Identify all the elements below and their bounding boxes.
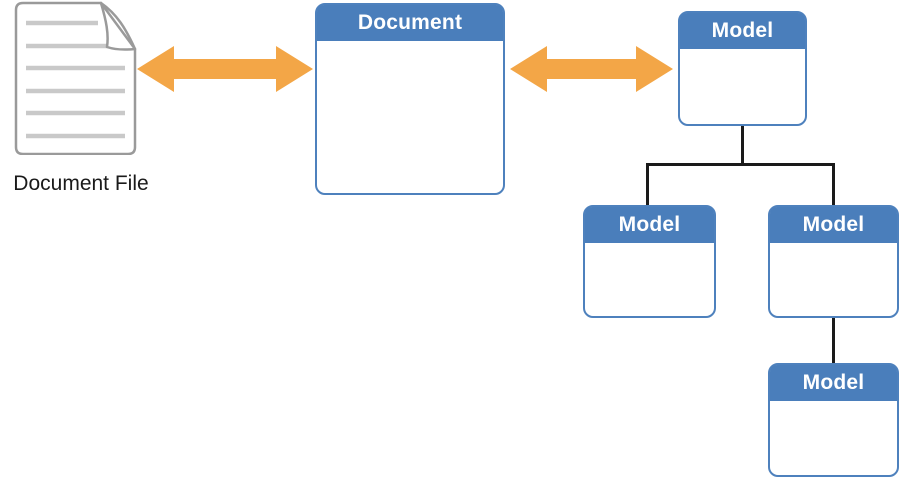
model-box-header: Model: [770, 365, 897, 403]
connector-line: [741, 126, 744, 166]
model-box-title: Model: [802, 213, 865, 236]
model-box-child-left: Model: [583, 205, 716, 318]
connector-line: [646, 163, 835, 166]
bidirectional-arrow-icon: [137, 46, 313, 92]
model-box-title: Model: [618, 213, 681, 236]
document-file-label: Document File: [13, 172, 149, 195]
model-box-title: Model: [711, 19, 774, 42]
model-box-child-right: Model: [768, 205, 899, 318]
document-box-header: Document: [317, 5, 503, 43]
model-box-grandchild: Model: [768, 363, 899, 477]
bidirectional-arrow-icon: [510, 46, 673, 92]
model-box-title: Model: [802, 371, 865, 394]
model-box-header: Model: [770, 207, 897, 245]
model-box-header: Model: [585, 207, 714, 245]
document-box: Document: [315, 3, 505, 195]
connector-line: [646, 163, 649, 207]
page-fold-corner: [99, 1, 137, 51]
connector-line: [832, 316, 835, 365]
document-file-icon: [14, 1, 137, 155]
document-box-title: Document: [357, 11, 463, 34]
model-box-header: Model: [680, 13, 805, 51]
model-box-root: Model: [678, 11, 807, 126]
connector-line: [832, 163, 835, 207]
